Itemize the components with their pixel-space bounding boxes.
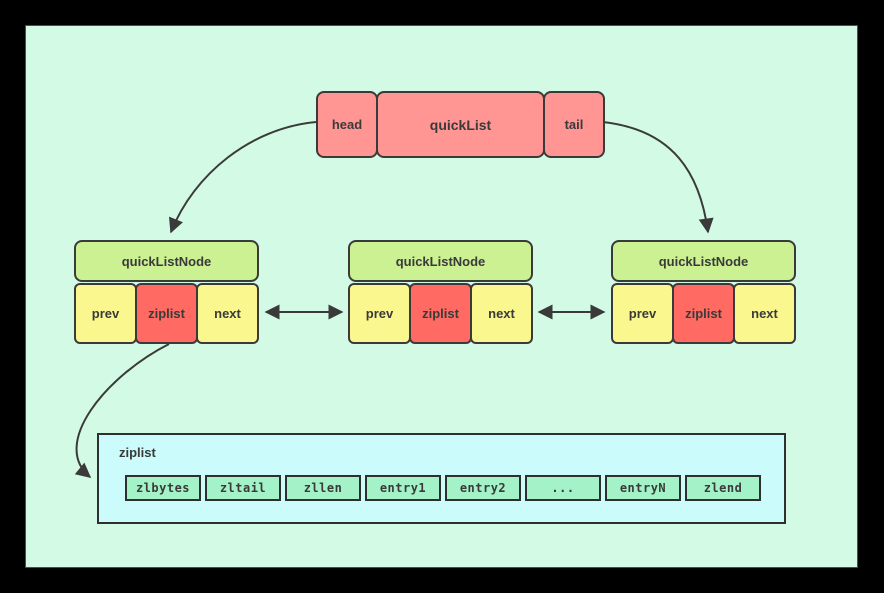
quicklistnode-3-next-cell: next	[733, 283, 796, 344]
quicklistnode-1-body: prev ziplist next	[74, 283, 259, 344]
ziplist-cell-zlbytes: zlbytes	[125, 475, 201, 501]
quicklistnode-1-title: quickListNode	[74, 240, 259, 282]
quicklistnode-2-title: quickListNode	[348, 240, 533, 282]
head-to-node1-arrow	[169, 121, 317, 234]
quicklistnode-3: quickListNode prev ziplist next	[611, 240, 796, 344]
ziplist-cell-zllen: zllen	[285, 475, 361, 501]
quicklistnode-2-body: prev ziplist next	[348, 283, 533, 344]
quicklistnode-3-title: quickListNode	[611, 240, 796, 282]
quicklistnode-1-prev-cell: prev	[74, 283, 137, 344]
quicklistnode-1-next-cell: next	[196, 283, 259, 344]
quicklist-tail-cell: tail	[543, 91, 605, 158]
quicklistnode-2-prev-cell: prev	[348, 283, 411, 344]
ziplist-cell-entry1: entry1	[365, 475, 441, 501]
ziplist-cell-ellipsis: ...	[525, 475, 601, 501]
quicklistnode-3-body: prev ziplist next	[611, 283, 796, 344]
ziplist-box: ziplist zlbytes zltail zllen entry1 entr…	[97, 433, 786, 524]
quicklist-head-cell: head	[316, 91, 378, 158]
quicklistnode-2-next-cell: next	[470, 283, 533, 344]
tail-to-node3-arrow	[602, 121, 714, 234]
quicklistnode-2: quickListNode prev ziplist next	[348, 240, 533, 344]
ziplist-cell-entryN: entryN	[605, 475, 681, 501]
quicklistnode-1-ziplist-cell: ziplist	[135, 283, 198, 344]
ziplist-cells-row: zlbytes zltail zllen entry1 entry2 ... e…	[125, 475, 761, 501]
diagram-canvas: head quickList tail quickListNode prev z…	[25, 25, 858, 568]
quicklistnode-3-ziplist-cell: ziplist	[672, 283, 735, 344]
quicklist-box: head quickList tail	[316, 91, 605, 158]
quicklist-title-cell: quickList	[376, 91, 545, 158]
ziplist-cell-zlend: zlend	[685, 475, 761, 501]
ziplist-cell-zltail: zltail	[205, 475, 281, 501]
quicklistnode-1: quickListNode prev ziplist next	[74, 240, 259, 344]
ziplist-cell-entry2: entry2	[445, 475, 521, 501]
quicklistnode-3-prev-cell: prev	[611, 283, 674, 344]
ziplist-box-title: ziplist	[119, 445, 156, 460]
quicklistnode-2-ziplist-cell: ziplist	[409, 283, 472, 344]
